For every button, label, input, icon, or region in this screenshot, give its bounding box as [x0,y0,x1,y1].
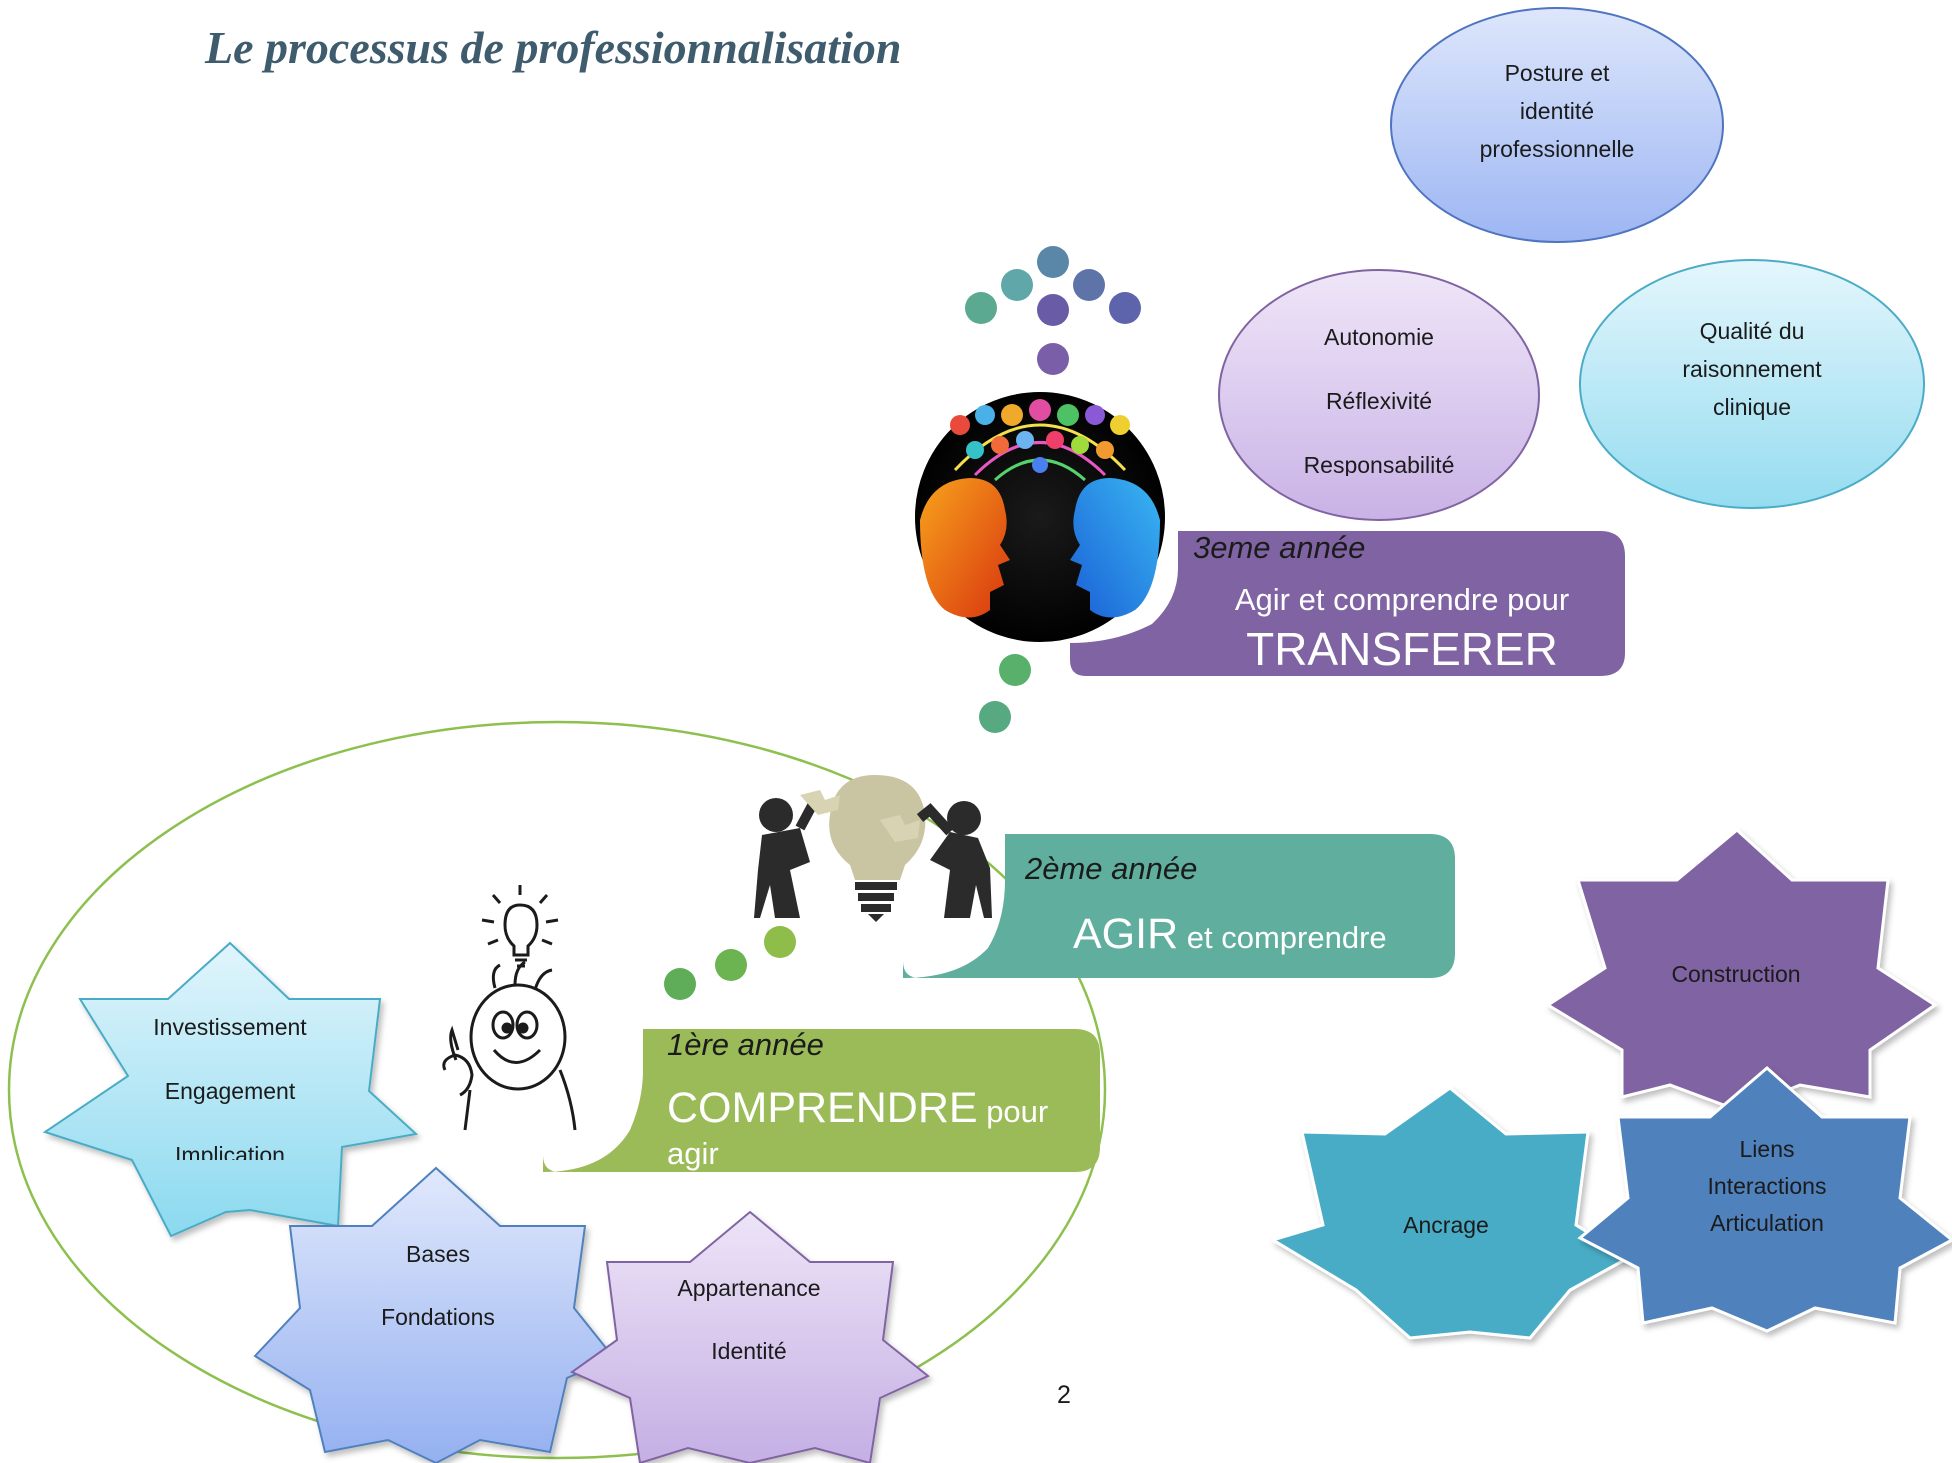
dots-middle [979,654,1031,733]
star-appartenance-line2: Identité [711,1338,786,1364]
smiling-character-icon [442,960,577,1131]
star-liens-line2: Interactions [1708,1173,1827,1199]
banner-third-year: 3eme année Agir et comprendre pour TRANS… [1070,530,1625,676]
banner-first-year: 1ère année COMPRENDRE pour agir [543,1027,1100,1172]
dots-top-cluster [965,246,1141,375]
first-year-big: COMPRENDRE [667,1084,978,1132]
first-year-text: COMPRENDRE pour [667,1084,1048,1132]
star-bases-line2: Fondations [381,1304,495,1330]
star-liens-line1: Liens [1740,1136,1795,1162]
third-year-line2: TRANSFERER [1246,623,1558,675]
oval-posture-line2: identité [1520,98,1594,124]
star-liens: Liens Interactions Articulation [1577,1066,1952,1333]
second-year-small: et comprendre [1178,920,1387,955]
star-bases: Bases Fondations [253,1166,616,1463]
oval-autonomie-line3: Responsabilité [1304,452,1455,478]
star-appartenance-line1: Appartenance [677,1275,820,1301]
oval-posture: Posture et identité professionnelle [1390,7,1724,243]
first-year-ellipse [7,720,1107,1460]
second-year-text: AGIR et comprendre [1073,910,1387,958]
oval-autonomie: Autonomie Réflexivité Responsabilité [1218,269,1540,521]
first-year-small: pour [978,1094,1049,1129]
dots-lower [664,926,796,1000]
star-investissement-line1: Investissement [153,1014,307,1040]
second-year-label: 2ème année [1024,851,1197,886]
oval-autonomie-line1: Autonomie [1324,324,1434,350]
light-bulb-icon [481,885,559,968]
oval-qualite-line3: clinique [1713,394,1791,420]
page-number: 2 [1057,1381,1071,1409]
oval-posture-line3: professionnelle [1480,136,1635,162]
brain-heads-icon [911,388,1169,646]
puzzle-bulb-icon [754,775,992,922]
star-bases-line1: Bases [406,1241,470,1267]
banner-second-year: 2ème année AGIR et comprendre [903,834,1455,978]
oval-posture-line1: Posture et [1505,60,1610,86]
oval-qualite-line1: Qualité du [1700,318,1805,344]
first-year-line2: agir [667,1136,719,1171]
star-ancrage-label: Ancrage [1403,1212,1489,1238]
third-year-line1: Agir et comprendre pour [1235,582,1569,617]
star-construction-label: Construction [1671,961,1800,987]
star-investissement-line3: Implication [175,1142,285,1168]
star-investissement: Investissement Engagement Implication [42,941,419,1238]
star-ancrage: Ancrage [1269,1086,1631,1340]
star-appartenance: Appartenance Identité [569,1210,930,1463]
star-liens-line3: Articulation [1710,1210,1824,1236]
oval-autonomie-line2: Réflexivité [1326,388,1432,414]
oval-qualite: Qualité du raisonnement clinique [1579,259,1925,509]
star-construction: Construction [1545,828,1938,1112]
star-investissement-line2: Engagement [165,1078,296,1104]
third-year-label: 3eme année [1193,530,1365,565]
second-year-big: AGIR [1073,910,1178,958]
page-title: Le processus de professionnalisation [204,22,901,73]
first-year-label: 1ère année [667,1027,824,1062]
oval-qualite-line2: raisonnement [1682,356,1822,382]
